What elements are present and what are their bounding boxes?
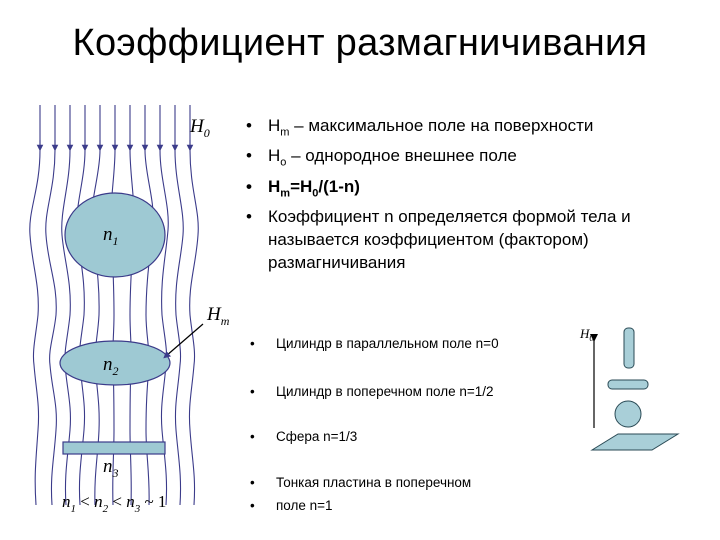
bullet-formula: Hm=H0/(1-n): [242, 175, 712, 205]
label-hm: Hm: [206, 304, 230, 328]
label-n3: n3: [103, 456, 119, 480]
bullet-coefficient: Коэффициент n определяется формой тела и…: [242, 205, 712, 274]
label-relation: n1 < n2 < n3 ~ 1: [62, 492, 166, 515]
arrow-heads: [40, 140, 190, 148]
main-bullet-list: Hm – максимальное поле на поверхности Ho…: [242, 114, 712, 274]
label-h0: H0: [189, 116, 210, 140]
sphere: [615, 401, 641, 427]
slide-title: Коэффициент размагничивания: [0, 22, 720, 65]
plate-n3: [63, 442, 165, 454]
field-lines-figure: H0 Hm n1 n2 n3 n1 < n2 < n3 ~ 1: [20, 100, 245, 530]
cylinder-horizontal: [608, 380, 648, 389]
bullet-hm: Hm – максимальное поле на поверхности: [242, 114, 712, 144]
cylinder-vertical: [624, 328, 634, 368]
hm-pointer: [166, 324, 203, 356]
bullet-h0: Ho – однородное внешнее поле: [242, 144, 712, 174]
ellipse-n2: [60, 341, 170, 385]
thin-plate: [592, 434, 678, 450]
shapes-figure: H0: [570, 318, 690, 468]
